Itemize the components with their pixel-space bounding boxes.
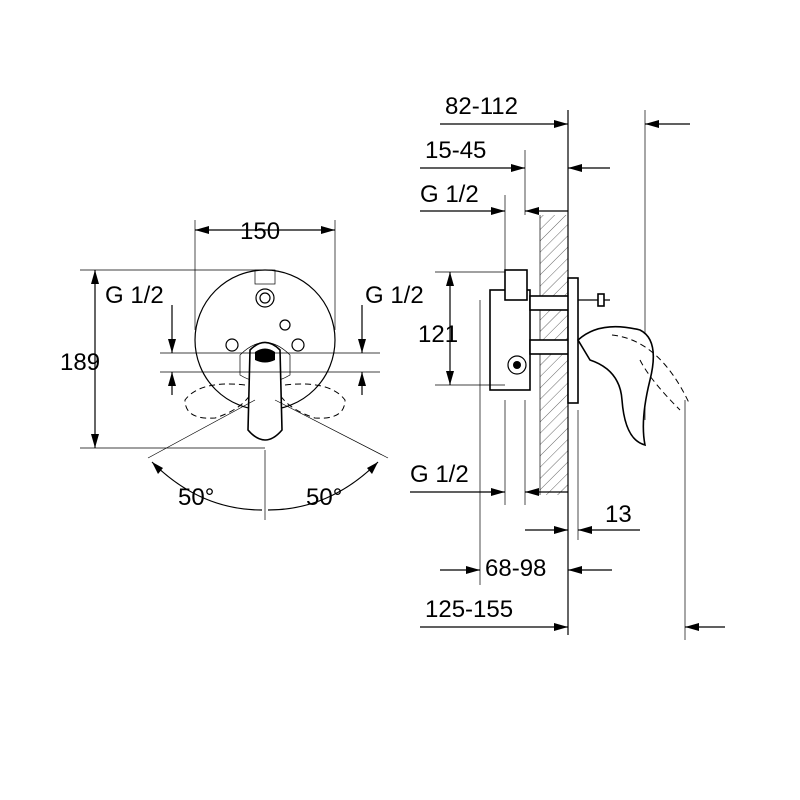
cover-plate-side: [567, 277, 579, 404]
inlet-top-thread-label: G 1/2: [420, 181, 479, 208]
inlet-right-thread-label: G 1/2: [365, 282, 424, 309]
inlet-port-top: [255, 288, 275, 308]
handle-right-rotated: [279, 383, 346, 419]
inlet-bottom-thread-label: G 1/2: [410, 461, 469, 488]
plate-thickness-dimension: 13: [605, 501, 632, 528]
handle-left-rotated: [184, 383, 251, 419]
overall-depth-dimension: 82-112: [445, 93, 518, 120]
total-depth-dimension: 125-155: [425, 596, 513, 623]
inlet-spacing-dimension: 121: [418, 321, 458, 348]
angle-left-label: 50°: [178, 484, 214, 511]
width-dimension: 150: [240, 218, 280, 245]
side-view: 121 82-112 15-45 G 1/2 G 1/2 13: [410, 93, 725, 640]
lever-handle-side: [576, 325, 655, 447]
lever-handle: [247, 341, 283, 441]
wall-section: [540, 215, 568, 495]
cover-adjust-dimension: 15-45: [425, 137, 486, 164]
front-view: 150 189 G 1/2 G 1/2 50° 50°: [60, 218, 424, 520]
angle-right-label: 50°: [306, 484, 342, 511]
inlet-left-thread-label: G 1/2: [105, 282, 164, 309]
valve-body: [489, 289, 531, 391]
height-dimension: 189: [60, 349, 100, 376]
body-depth-dimension: 68-98: [485, 555, 546, 582]
